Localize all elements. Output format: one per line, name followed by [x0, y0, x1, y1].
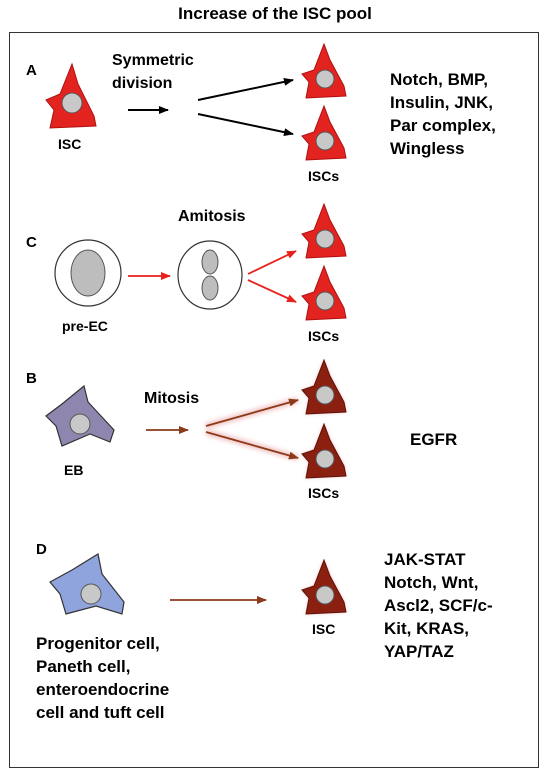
panel-a-process-label-2: division [112, 75, 173, 92]
panel-c [54, 202, 347, 321]
arrow-b-lower [205, 429, 299, 461]
panel-d-letter: D [36, 541, 47, 558]
panel-a-process-label-1: Symmetric [112, 52, 194, 69]
progenitor-cell [49, 553, 125, 615]
isc-cell-target-a1 [301, 42, 347, 99]
arrow-c-lower [247, 279, 297, 303]
panel-d-source-line: cell and tuft cell [36, 703, 165, 722]
panel-d-factor: JAK-STAT [384, 550, 466, 569]
isc-cell-target-b1 [301, 358, 347, 415]
panel-a-letter: A [26, 62, 37, 79]
isc-cell-target-d [301, 558, 347, 615]
panel-d-source-line: Progenitor cell, [36, 634, 160, 653]
panel-b-letter: B [26, 370, 37, 387]
isc-cell-target-a2 [301, 104, 347, 161]
arrow-a-lower [197, 113, 294, 137]
panel-b-target-label: ISCs [308, 485, 340, 501]
panel-a-target-label: ISCs [308, 168, 340, 184]
figure-title: Increase of the ISC pool [178, 4, 372, 23]
panel-a-factor: Notch, BMP, [390, 70, 488, 89]
panel-b-source-label: EB [64, 462, 84, 478]
panel-b-factor: EGFR [410, 430, 458, 449]
panel-d-source-label: Progenitor cell, Paneth cell, enteroendo… [36, 632, 169, 724]
panel-b [45, 358, 347, 479]
panel-d-factor: Ascl2, SCF/c- [384, 596, 493, 615]
panel-d-factors: JAK-STAT Notch, Wnt, Ascl2, SCF/c- Kit, … [384, 548, 493, 663]
panel-a-factor: Insulin, JNK, [390, 93, 493, 112]
isc-cell-target-c2 [301, 264, 347, 321]
panel-d-factor: Notch, Wnt, [384, 573, 479, 592]
figure-frame [9, 32, 539, 768]
panel-c-source-label: pre-EC [62, 318, 108, 334]
arrow-a-upper [197, 77, 294, 101]
eb-cell [45, 384, 115, 447]
isc-cell-source-a [45, 62, 97, 129]
isc-cell-target-c1 [301, 202, 347, 259]
panel-a-factor: Wingless [390, 139, 465, 158]
panel-c-letter: C [26, 234, 37, 251]
panel-b-process-label: Mitosis [144, 390, 200, 407]
amitosis-cell [177, 240, 243, 310]
panel-d-source-line: Paneth cell, [36, 657, 131, 676]
panel-c-target-label: ISCs [308, 328, 340, 344]
panel-a-source-label: ISC [58, 136, 82, 152]
panel-c-process-label: Amitosis [178, 208, 246, 225]
panel-d-factor: YAP/TAZ [384, 642, 454, 661]
panel-a-factors: Notch, BMP, Insulin, JNK, Par complex, W… [390, 68, 496, 160]
panel-d [49, 553, 347, 615]
panel-a-factor: Par complex, [390, 116, 496, 135]
panel-d-factor: Kit, KRAS, [384, 619, 469, 638]
panel-d-source-line: enteroendocrine [36, 680, 170, 699]
arrow-b-upper [205, 397, 299, 429]
isc-cell-target-b2 [301, 422, 347, 479]
arrow-c-upper [247, 250, 297, 275]
panel-a [45, 42, 347, 161]
pre-ec-cell [54, 239, 122, 307]
panel-d-target-label: ISC [312, 621, 336, 637]
